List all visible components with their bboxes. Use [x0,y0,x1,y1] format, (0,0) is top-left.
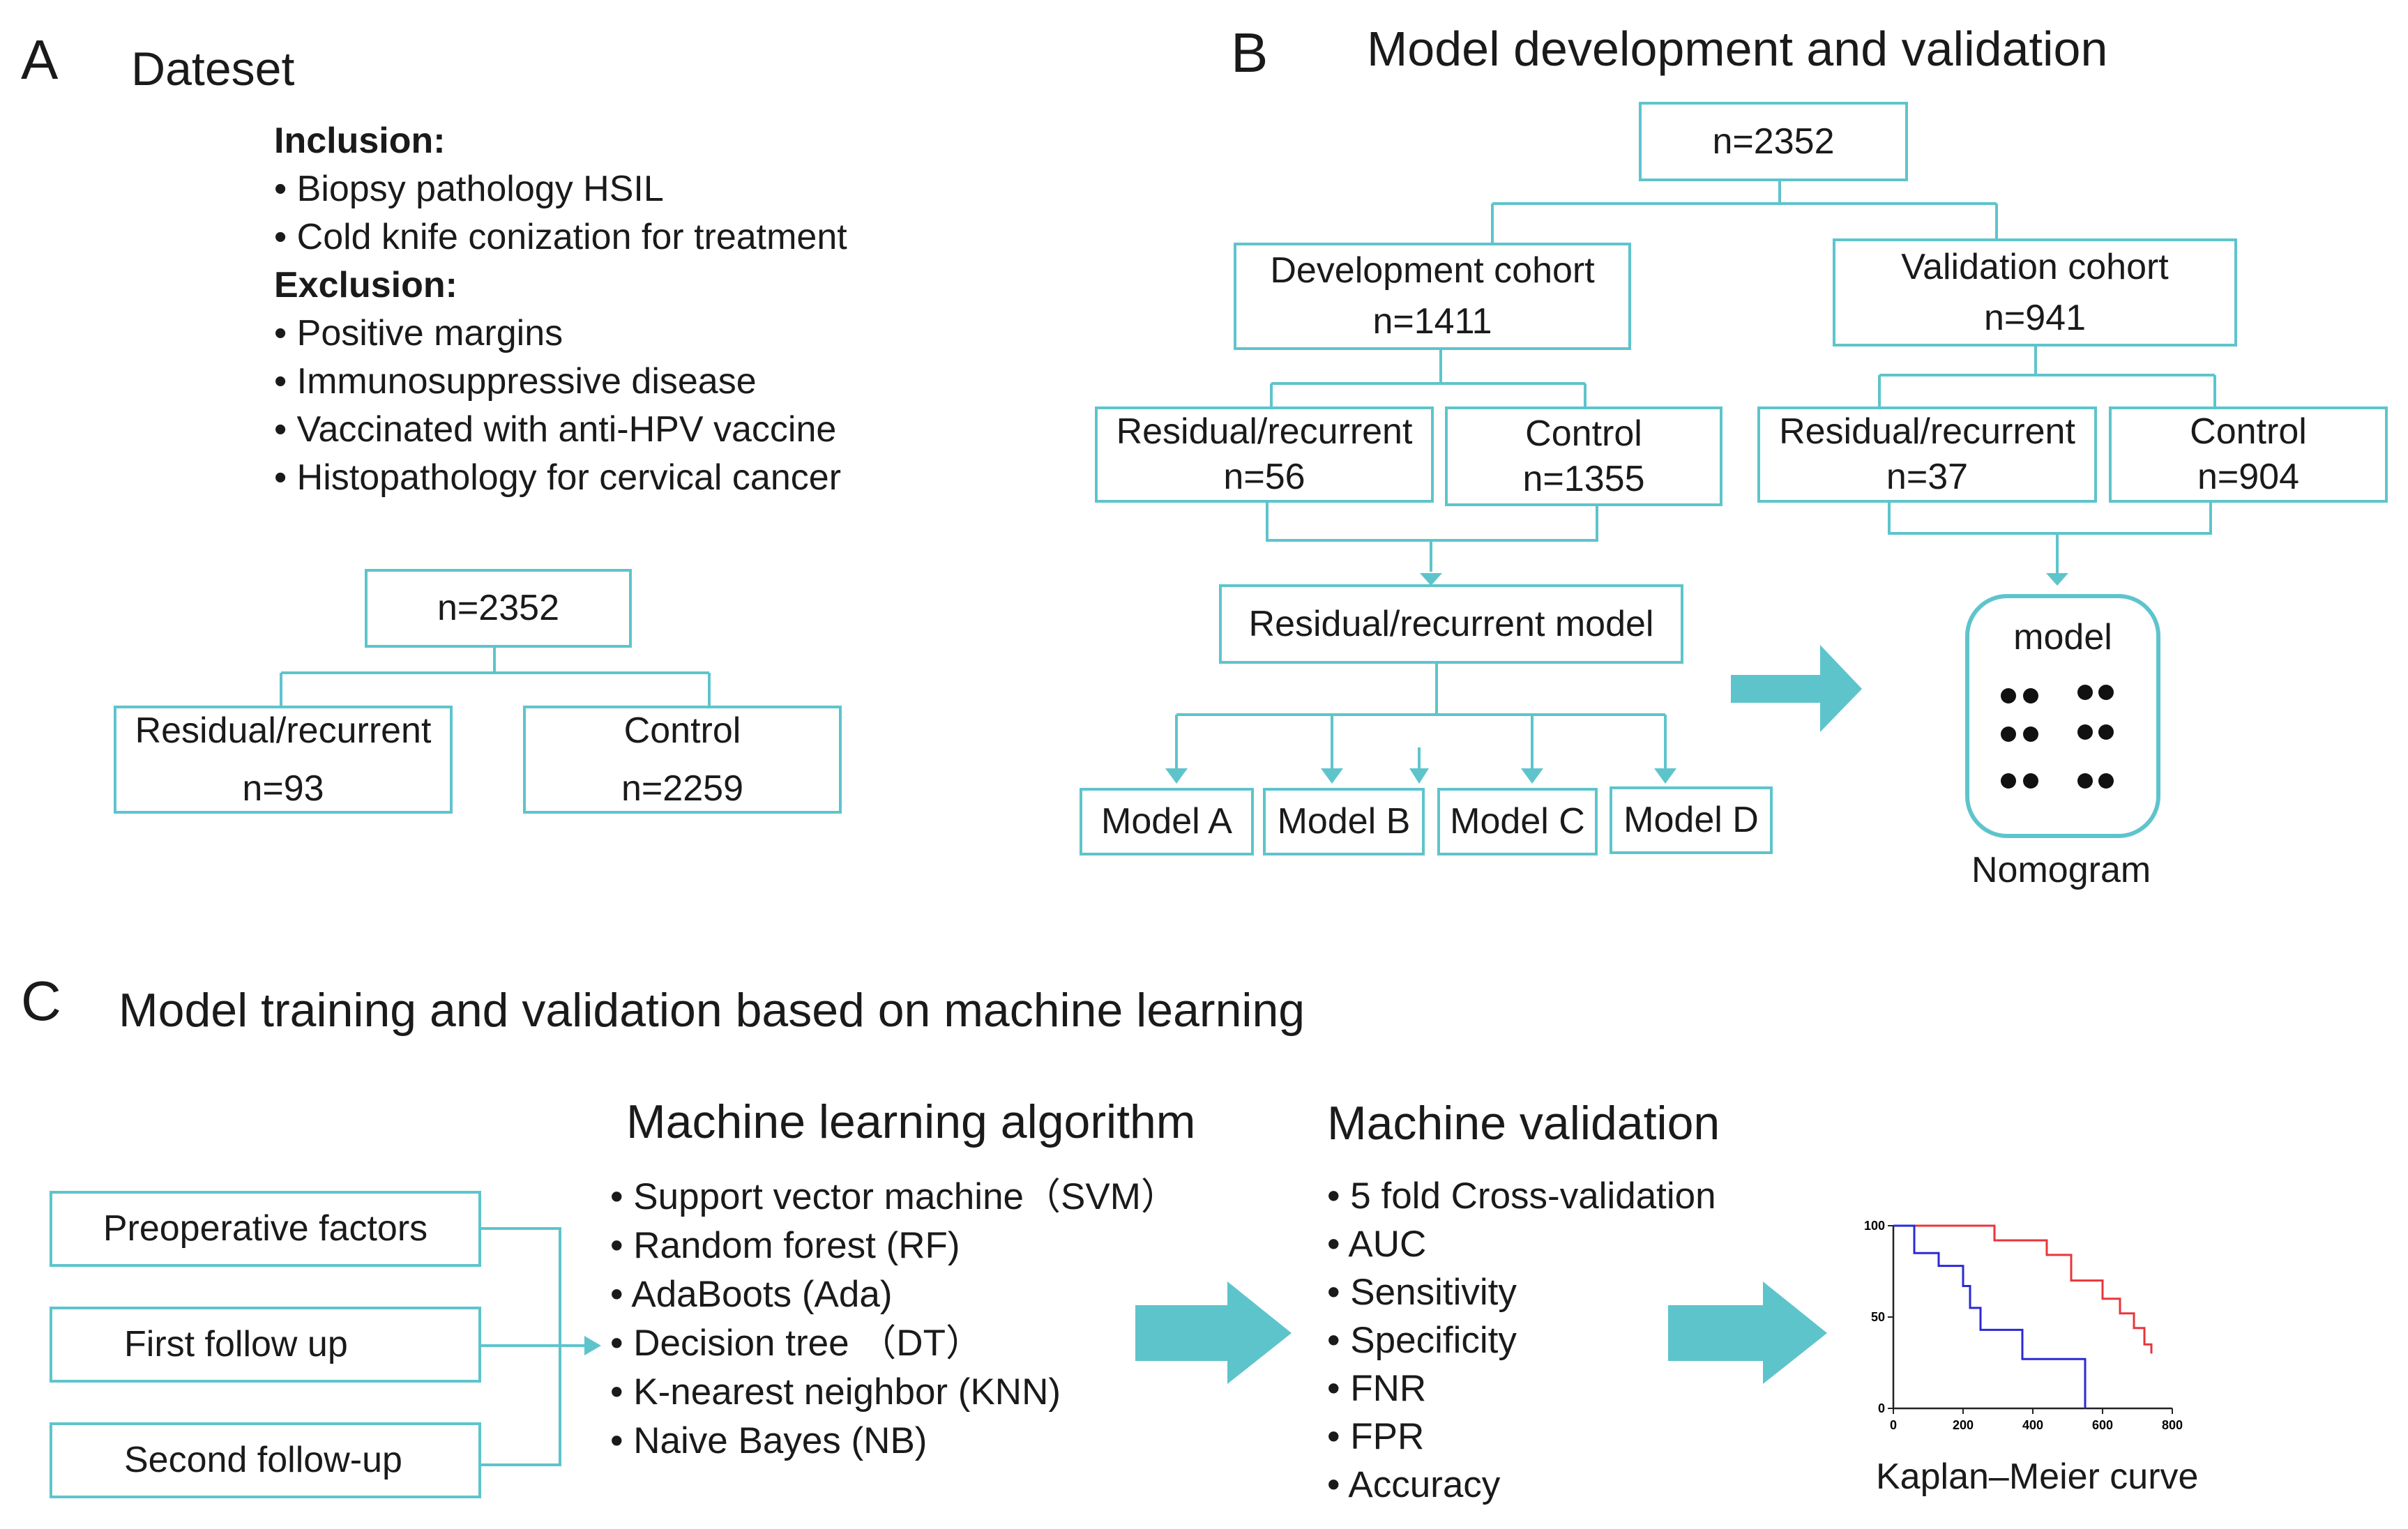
val-control-box: Control n=904 [2109,406,2388,503]
b-total-n: n=2352 [1712,121,1835,162]
big-arrow-c1 [1135,1281,1292,1384]
exclusion-item: • Positive margins [274,313,563,353]
model-box-label: Residual/recurrent model [1248,603,1654,644]
nomogram-inner-label: model [2013,617,2112,657]
y-tick-label: 0 [1878,1401,1885,1415]
validation-item: • FNR [1327,1368,1427,1409]
input-preoperative-box: Preoperative factors [50,1191,481,1267]
ml-title: Machine learning algorithm [626,1095,1196,1148]
model-d-box: Model D [1610,786,1773,854]
a-control-box: Control n=2259 [523,706,842,814]
val-ctrl-label: Control [2190,411,2307,452]
model-b-label: Model B [1277,801,1411,842]
val-res-label: Residual/recurrent [1779,411,2075,452]
ml-item: • Support vector machine（SVM） [610,1176,1178,1217]
dev-n: n=1411 [1372,301,1492,342]
dev-control-box: Control n=1355 [1445,406,1722,506]
a-residual-n: n=93 [242,768,324,809]
inclusion-item: • Cold knife conization for treatment [274,217,847,257]
input-second-followup-box: Second follow-up [50,1422,481,1498]
residual-recurrent-model-box: Residual/recurrent model [1219,584,1683,664]
input-second-followup-label: Second follow-up [124,1440,402,1480]
exclusion-item: • Histopathology for cervical cancer [274,457,842,498]
dev-ctrl-n: n=1355 [1522,458,1645,499]
ml-item: • K-nearest neighbor (KNN) [610,1371,1061,1413]
validation-item: • FPR [1327,1416,1425,1457]
validation-item: • Specificity [1327,1320,1517,1361]
model-c-label: Model C [1450,801,1585,842]
panel-c-title: Model training and validation based on m… [119,984,1305,1037]
km-caption: Kaplan–Meier curve [1876,1456,2199,1497]
validation-title: Machine validation [1327,1097,1720,1150]
nomogram-caption: Nomogram [1971,850,2151,890]
panel-a-title: Dateset [131,43,295,96]
dev-ctrl-label: Control [1525,413,1642,454]
inclusion-item: • Biopsy pathology HSIL [274,169,664,209]
validation-item: • Sensitivity [1327,1272,1517,1313]
big-arrow-c2 [1668,1281,1827,1384]
dev-res-label: Residual/recurrent [1116,411,1413,452]
input-preoperative-label: Preoperative factors [103,1208,428,1249]
val-res-n: n=37 [1886,457,1969,497]
x-tick-label: 600 [2092,1418,2113,1432]
x-tick-label: 800 [2162,1418,2183,1432]
val-ctrl-n: n=904 [2197,457,2300,497]
x-tick-label: 0 [1890,1418,1897,1432]
y-tick-label: 50 [1871,1310,1885,1324]
ml-item: • Naive Bayes (NB) [610,1420,927,1461]
input-first-followup-box: First follow up [50,1307,481,1383]
panel-b-letter: B [1231,22,1269,84]
model-b-box: Model B [1263,788,1425,855]
ml-item: • Decision tree （DT） [610,1323,983,1364]
model-a-label: Model A [1101,801,1232,842]
exclusion-item: • Vaccinated with anti-HPV vaccine [274,409,837,450]
exclusion-item: • Immunosuppressive disease [274,361,757,402]
validation-item: • 5 fold Cross-validation [1327,1176,1716,1217]
x-tick-label: 400 [2022,1418,2043,1432]
development-cohort-box: Development cohort n=1411 [1234,243,1631,350]
a-total-box: n=2352 [365,569,632,648]
panel-b-title: Model development and validation [1367,22,2108,76]
ml-algorithm-list: • Support vector machine（SVM） • Random f… [610,1173,1178,1466]
nomogram-dots-icon [2001,685,2114,789]
kaplan-meier-chart: 0 50 100 0 200 400 600 800 [1864,1219,2183,1432]
inclusion-header: Inclusion: [274,121,446,161]
dev-res-n: n=56 [1223,457,1305,497]
y-tick-label: 100 [1864,1219,1885,1233]
ml-item: • Random forest (RF) [610,1225,960,1266]
b-total-box: n=2352 [1639,102,1908,181]
a-residual-box: Residual/recurrent n=93 [114,706,453,814]
nomogram-box: model [1965,594,2160,838]
val-label: Validation cohort [1901,246,2169,287]
km-series-line-1 [1893,1224,2153,1354]
model-c-box: Model C [1437,788,1598,855]
a-control-n: n=2259 [621,768,743,809]
panel-c-letter: C [21,970,61,1032]
km-series-line-2 [1893,1224,2087,1408]
model-a-box: Model A [1080,788,1254,855]
exclusion-header: Exclusion: [274,265,457,305]
validation-list: • 5 fold Cross-validation • AUC • Sensit… [1327,1172,1716,1509]
validation-item: • Accuracy [1327,1464,1501,1505]
a-residual-label: Residual/recurrent [135,710,432,751]
dev-label: Development cohort [1270,250,1595,291]
dev-residual-box: Residual/recurrent n=56 [1095,406,1434,503]
big-arrow-b [1731,645,1862,732]
panel-a-letter: A [21,29,59,91]
criteria-list: Inclusion: • Biopsy pathology HSIL • Col… [274,117,847,502]
model-d-label: Model D [1623,800,1759,840]
val-n: n=941 [1983,297,2087,338]
validation-item: • AUC [1327,1224,1427,1265]
val-residual-box: Residual/recurrent n=37 [1757,406,2097,503]
ml-item: • AdaBoots (Ada) [610,1274,893,1315]
a-total-n: n=2352 [437,588,559,628]
a-control-label: Control [623,710,741,751]
input-first-followup-label: First follow up [124,1324,348,1364]
validation-cohort-box: Validation cohort n=941 [1833,238,2237,347]
x-tick-label: 200 [1953,1418,1974,1432]
